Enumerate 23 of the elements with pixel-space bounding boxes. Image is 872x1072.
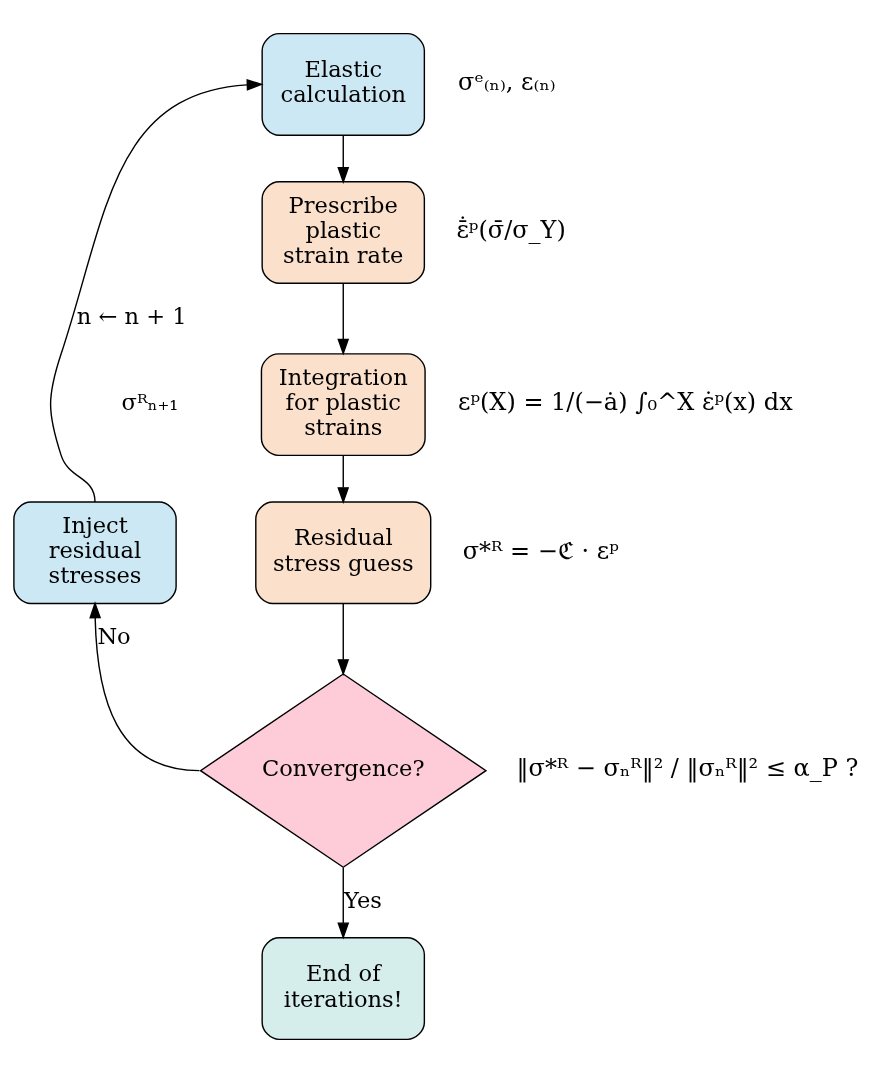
node-box: Inject residual stresses (13, 500, 177, 604)
node-box: Elastic calculation (261, 32, 426, 136)
edge-label: No (97, 622, 131, 649)
node-box: Residual stress guess (255, 500, 432, 604)
arrow (337, 602, 350, 676)
arrow (337, 282, 350, 356)
arrow (49, 78, 264, 503)
node-label: εᵖ(X) = 1/(−ȧ) ∫₀^X ε̇ᵖ(x) dx (458, 387, 793, 416)
node-label: ε̄̇ᵖ(σ̄/σ_Y) (456, 215, 566, 244)
edge-label: n ← n + 1 (76, 302, 187, 329)
node-label: σᵉ₍ₙ₎, ε₍ₙ₎ (458, 67, 556, 96)
node-box: Integration for plastic strains (260, 352, 426, 456)
node-label: ‖σ*ᴿ − σₙᴿ‖² / ‖σₙᴿ‖² ≤ α_P ? (516, 753, 859, 782)
arrow (337, 134, 350, 184)
arrow (89, 600, 201, 771)
arrow (337, 866, 350, 939)
node-box: End of iterations! (261, 936, 426, 1040)
arrow (337, 454, 350, 504)
node-diamond: Convergence? (199, 672, 488, 868)
edge-label: Yes (344, 886, 382, 913)
label: σᴿₙ₊₁ (121, 388, 179, 415)
node-box: Prescribe plastic strain rate (261, 180, 426, 284)
node-label: σ*ᴿ = −ℭ · εᵖ (462, 536, 619, 564)
